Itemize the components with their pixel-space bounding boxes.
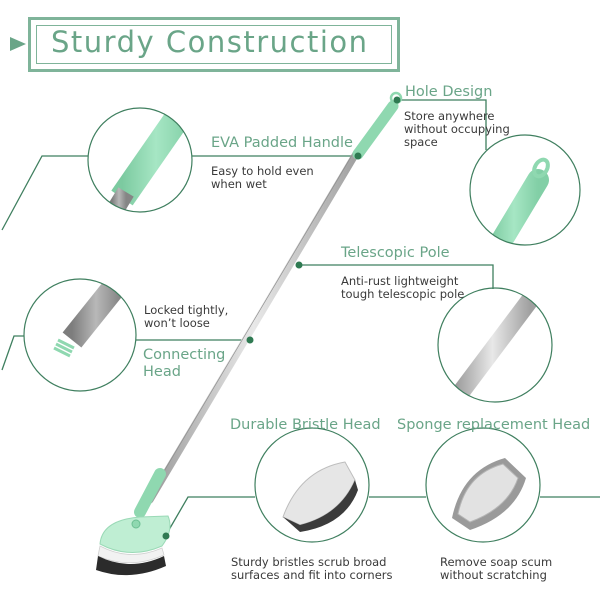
heading-line: Connecting — [143, 347, 226, 363]
desc-line: Store anywhere — [404, 109, 495, 123]
telescopic-pole-heading: Telescopic Pole — [341, 245, 450, 261]
eva-handle-description: Easy to hold even when wet — [211, 165, 314, 191]
desc-line: Anti-rust lightweight — [341, 274, 459, 288]
hole-design-description: Store anywhere without occupying space — [404, 110, 510, 149]
connecting-head-heading: Connecting Head — [143, 347, 225, 381]
bristle-head-detail — [254, 427, 370, 543]
heading-line: Head — [143, 364, 181, 380]
desc-line: Locked tightly, — [144, 303, 229, 317]
desc-line: without scratching — [440, 568, 547, 582]
sponge-head-description: Remove soap scum without scratching — [440, 556, 552, 582]
bristle-head-description: Sturdy bristles scrub broad surfaces and… — [231, 556, 393, 582]
desc-line: when wet — [211, 177, 267, 191]
eva-handle-heading: EVA Padded Handle — [211, 135, 353, 151]
sponge-head-detail — [425, 427, 541, 543]
telescopic-pole-description: Anti-rust lightweight tough telescopic p… — [341, 275, 464, 301]
title-inner-frame — [36, 25, 392, 64]
desc-line: Sturdy bristles scrub broad — [231, 555, 387, 569]
eva-handle-detail — [87, 107, 193, 213]
telescopic-pole-detail — [437, 287, 553, 403]
desc-line: without occupying — [404, 122, 510, 136]
desc-line: Remove soap scum — [440, 555, 553, 569]
bristle-head-heading: Durable Bristle Head — [230, 417, 381, 433]
desc-line: Easy to hold even — [211, 164, 314, 178]
page-title: Sturdy Construction — [51, 25, 369, 59]
connector-lines — [1, 99, 600, 536]
pole-markers — [162, 96, 401, 540]
connecting-head-description: Locked tightly, won’t loose — [144, 304, 228, 330]
desc-line: surfaces and fit into corners — [231, 568, 393, 582]
connecting-head-detail — [23, 278, 137, 392]
desc-line: space — [404, 135, 438, 149]
sponge-head-heading: Sponge replacement Head — [397, 417, 591, 433]
title-frame: Sturdy Construction — [28, 17, 400, 72]
main-pole — [96, 91, 403, 576]
title-arrow-icon — [10, 37, 26, 51]
hole-design-detail — [469, 134, 581, 246]
desc-line: tough telescopic pole — [341, 287, 465, 301]
hole-design-heading: Hole Design — [405, 84, 493, 100]
desc-line: won’t loose — [144, 316, 210, 330]
